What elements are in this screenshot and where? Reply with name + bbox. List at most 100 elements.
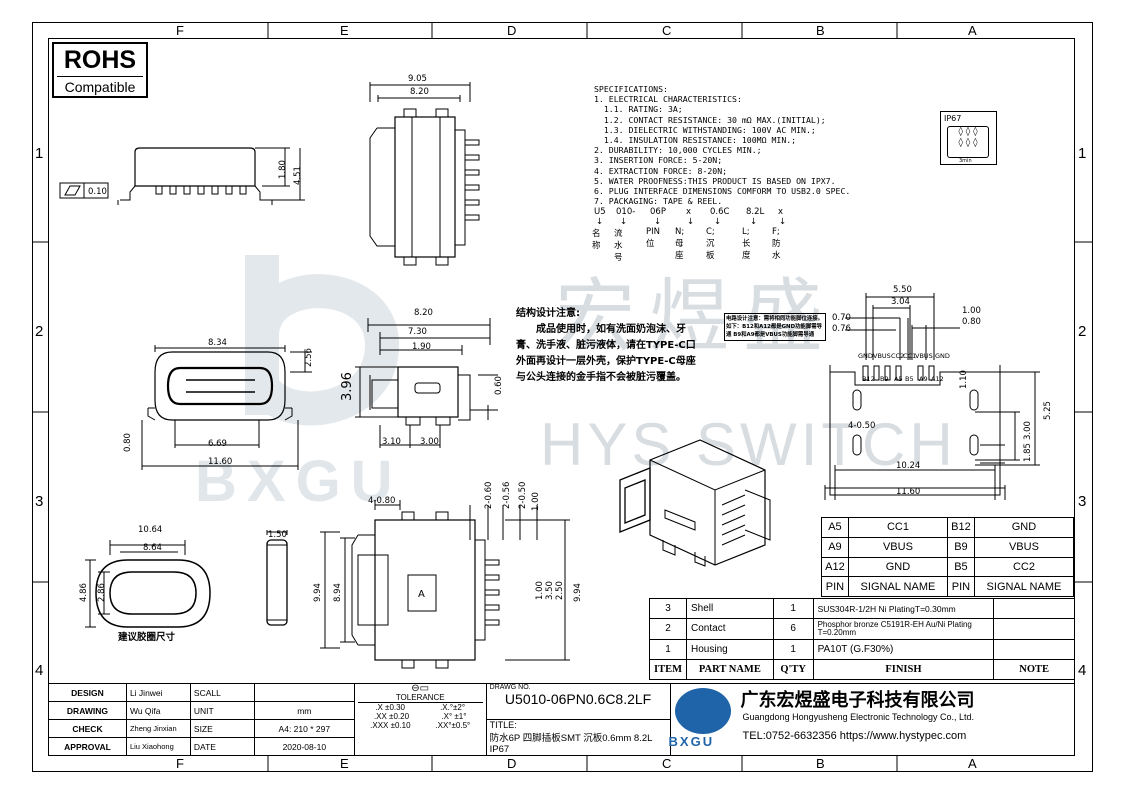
pad-pin-3: A5 bbox=[894, 375, 903, 383]
svg-text:2-0.50: 2-0.50 bbox=[518, 482, 528, 509]
inner-frame bbox=[48, 38, 1075, 756]
company-name-en: Guangdong Hongyusheng Electronic Technol… bbox=[742, 712, 975, 722]
dim-310: 3.10 bbox=[382, 437, 401, 447]
zone-top-b: B bbox=[816, 23, 825, 38]
svg-text:3.10: 3.10 bbox=[382, 437, 401, 447]
dim-525: 5.25 bbox=[1043, 401, 1053, 420]
dim-1160b: 11.60 bbox=[896, 487, 920, 497]
svg-text:A5: A5 bbox=[894, 375, 903, 383]
dim-250: 2.50 bbox=[555, 581, 565, 600]
svg-text:0.10: 0.10 bbox=[88, 187, 107, 197]
svg-text:4.51: 4.51 bbox=[293, 166, 303, 185]
outer-frame bbox=[32, 22, 1093, 772]
svg-text:4.86: 4.86 bbox=[79, 583, 89, 602]
svg-text:0.80: 0.80 bbox=[123, 433, 133, 452]
dim-100a: 1.00 bbox=[531, 492, 541, 511]
company-contact: TEL:0752-6632356 https://www.hystypec.co… bbox=[742, 730, 967, 742]
svg-text:10.64: 10.64 bbox=[138, 525, 162, 535]
dim-076: 0.76 bbox=[832, 324, 851, 334]
svg-text:B5: B5 bbox=[905, 375, 914, 383]
dim-834: 8.34 bbox=[208, 338, 227, 348]
ip67-box: IP67 ◊ ◊ ◊◊ ◊ ◊ 3min bbox=[940, 111, 997, 165]
zone-top-a: A bbox=[968, 23, 977, 38]
dim-110: 1.10 bbox=[959, 370, 969, 389]
svg-text:2-0.56: 2-0.56 bbox=[502, 482, 512, 509]
svg-text:1.10: 1.10 bbox=[959, 370, 969, 389]
projection-symbol-icon: ⊖▭ bbox=[411, 683, 430, 694]
svg-text:4-0.80: 4-0.80 bbox=[368, 496, 395, 506]
design-note-body: 成品使用时，如有洗面奶泡沫、牙膏、洗手液、脏污液体，请在TYPE-C口外面再设计… bbox=[516, 324, 696, 383]
company-logo-icon bbox=[674, 688, 731, 734]
pad-pin-1: B12 bbox=[862, 375, 875, 383]
dim-2060: 2-0.60 bbox=[484, 482, 494, 509]
design-note: 结构设计注意: 成品使用时，如有洗面奶泡沫、牙膏、洗手液、脏污液体，请在TYPE… bbox=[516, 306, 704, 386]
svg-text:5.50: 5.50 bbox=[893, 285, 912, 295]
dim-550: 5.50 bbox=[893, 285, 912, 295]
dim-820b: 8.20 bbox=[414, 308, 433, 318]
svg-text:A: A bbox=[418, 589, 425, 600]
watermark-logo-shape bbox=[245, 255, 400, 426]
svg-text:1.00: 1.00 bbox=[535, 581, 545, 600]
svg-text:B12: B12 bbox=[862, 375, 875, 383]
zone-right-3: 3 bbox=[1078, 493, 1087, 510]
svg-text:5.25: 5.25 bbox=[1043, 401, 1053, 420]
svg-text:CC2: CC2 bbox=[891, 352, 904, 360]
drawing-number: U5010-06PN0.6C8.2LF bbox=[504, 691, 652, 707]
zone-right-1: 1 bbox=[1078, 145, 1087, 162]
svg-text:9.94: 9.94 bbox=[573, 583, 583, 602]
dim-994a: 9.94 bbox=[313, 583, 323, 602]
company-name-cn: 广东宏煜盛电子科技有限公司 bbox=[740, 690, 975, 710]
rohs-title: ROHS bbox=[57, 44, 143, 77]
zone-left-1: 1 bbox=[35, 145, 44, 162]
svg-text:0.80: 0.80 bbox=[962, 317, 981, 327]
dim-1064: 10.64 bbox=[138, 525, 162, 535]
zone-top-f: F bbox=[176, 23, 184, 38]
pad-pin-4: B5 bbox=[905, 375, 914, 383]
svg-text:9.94: 9.94 bbox=[313, 583, 323, 602]
dim-480: 4-0.80 bbox=[368, 496, 395, 506]
zone-left-2: 2 bbox=[35, 323, 44, 340]
watermark-en: HYS SWITCH bbox=[540, 411, 957, 478]
pad-label-5: VBUS bbox=[915, 352, 933, 360]
dim-451: 4.51 bbox=[293, 166, 303, 185]
zone-top-c: C bbox=[662, 23, 672, 38]
dim-150: 1.50 bbox=[268, 530, 287, 540]
zone-bot-d: D bbox=[507, 756, 517, 771]
svg-text:VBUS: VBUS bbox=[915, 352, 933, 360]
dim-185: 1.85 bbox=[1023, 443, 1033, 462]
zone-top-e: E bbox=[340, 23, 349, 38]
dim-864: 8.64 bbox=[143, 543, 162, 553]
pad-pin-5: A9 bbox=[919, 375, 928, 383]
pad-pin-2: B9 bbox=[880, 375, 889, 383]
zone-bot-b: B bbox=[816, 756, 825, 771]
water-drops-icon: ◊ ◊ ◊◊ ◊ ◊ bbox=[947, 126, 989, 158]
dim-396: 3.96 bbox=[340, 372, 355, 401]
dim-730: 7.30 bbox=[408, 327, 427, 337]
svg-text:CC1: CC1 bbox=[903, 352, 916, 360]
dim-820a: 8.20 bbox=[410, 87, 429, 97]
pad-label-2: VBUS bbox=[873, 352, 891, 360]
marking-a: A bbox=[418, 589, 425, 600]
dim-894: 8.94 bbox=[333, 583, 343, 602]
dim-190: 1.90 bbox=[412, 342, 431, 352]
svg-text:0.76: 0.76 bbox=[832, 324, 851, 334]
pad-label-6: GND bbox=[935, 352, 950, 360]
pad-label-4: CC1 bbox=[903, 352, 916, 360]
dim-300a: 3.00 bbox=[420, 437, 439, 447]
zone-top-d: D bbox=[507, 23, 517, 38]
svg-text:10.24: 10.24 bbox=[896, 461, 920, 471]
svg-text:A9: A9 bbox=[919, 375, 928, 383]
dim-080: 0.80 bbox=[123, 433, 133, 452]
svg-text:11.60: 11.60 bbox=[208, 457, 232, 467]
svg-text:1.00: 1.00 bbox=[531, 492, 541, 511]
circuit-note: 电路设计注意：需将相同功能脚位连接。如下：B12和A12都是GND功能脚需导通 … bbox=[724, 313, 826, 341]
watermark-cn: 宏煜盛 bbox=[555, 272, 837, 361]
dim-180: 1.80 bbox=[278, 160, 288, 179]
svg-text:2.86: 2.86 bbox=[97, 583, 107, 602]
svg-text:1.80: 1.80 bbox=[278, 160, 288, 179]
zone-bot-c: C bbox=[662, 756, 672, 771]
watermark-logo: BXGU bbox=[195, 449, 403, 514]
dim-300b: 3.00 bbox=[1023, 421, 1033, 440]
